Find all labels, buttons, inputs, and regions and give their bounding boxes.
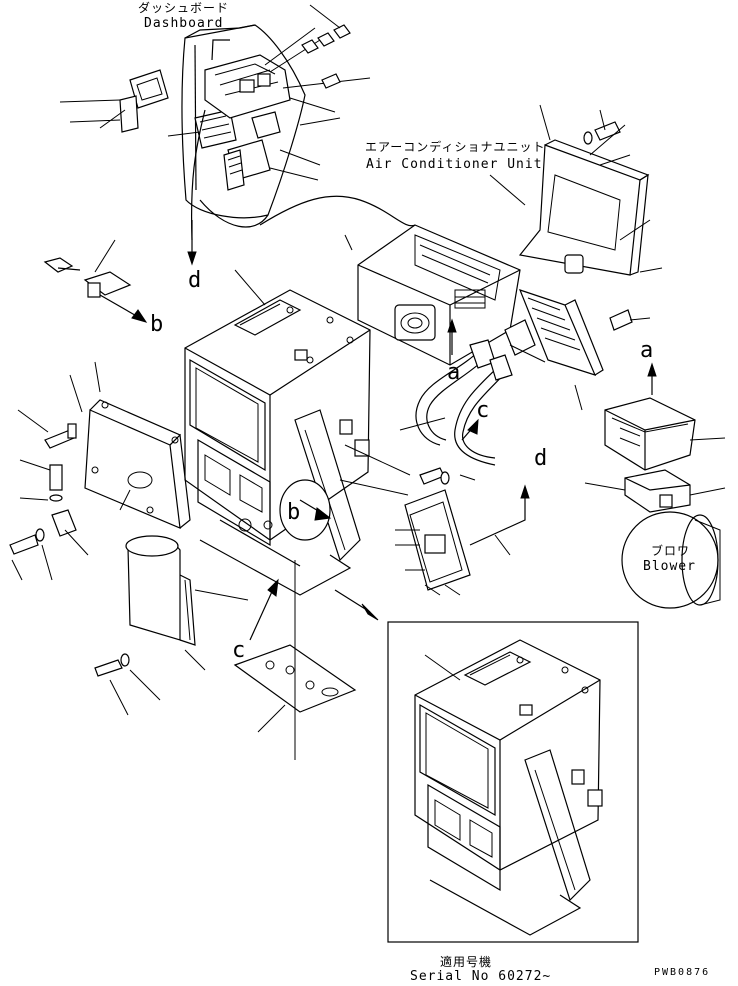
ref-b-console: b <box>287 500 301 525</box>
hoses <box>399 319 546 466</box>
ref-a-aircon: a <box>447 360 461 385</box>
air-conditioner-unit <box>259 174 526 366</box>
dashboard-assembly <box>59 4 371 266</box>
serial-label-jp: 適用号機 <box>440 955 493 969</box>
controller-module <box>395 467 530 596</box>
blower-label-en: Blower <box>643 559 696 574</box>
drawing-code: PWB0876 <box>654 967 711 978</box>
dashboard-label-jp: ダッシュボード <box>138 1 230 15</box>
ref-c-plate: c <box>232 638 246 663</box>
mounting-bracket <box>518 104 663 331</box>
ref-c-hose: c <box>476 398 490 423</box>
side-cover <box>9 361 191 581</box>
serial-variant-inset <box>387 621 639 943</box>
aircon-label-jp: エアーコンディショナユニット <box>365 140 546 154</box>
ref-d-cable: d <box>534 446 548 471</box>
aircon-label-en: Air Conditioner Unit <box>366 157 543 172</box>
relay-bracket <box>43 239 148 323</box>
duct <box>94 535 249 716</box>
filter <box>518 289 604 411</box>
ref-b-bracket: b <box>150 312 164 337</box>
serial-label-en: Serial No 60272~ <box>410 969 552 984</box>
plate <box>233 644 357 733</box>
console-box <box>184 269 411 760</box>
blower-label-jp: ブロワ <box>651 544 691 558</box>
blower <box>584 362 726 609</box>
ref-a-blower: a <box>640 338 654 363</box>
dashboard-label-en: Dashboard <box>144 16 224 31</box>
ref-d-dashboard: d <box>188 268 202 293</box>
